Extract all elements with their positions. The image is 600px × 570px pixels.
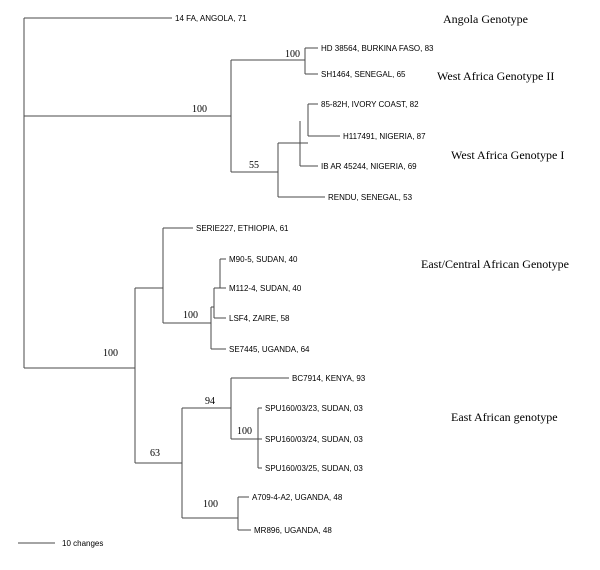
taxon-label: RENDU, SENEGAL, 53 [328,193,413,202]
taxon-label: A709-4-A2, UGANDA, 48 [252,493,343,502]
taxon-labels: 14 FA, ANGOLA, 71 HD 38564, BURKINA FASO… [175,14,434,535]
group-label-angola: Angola Genotype [443,12,528,26]
taxon-label: M90-5, SUDAN, 40 [229,255,298,264]
bootstrap-value: 100 [237,426,252,437]
support-values: 100 100 55 100 100 94 100 63 100 [103,49,300,510]
taxon-label: 14 FA, ANGOLA, 71 [175,14,247,23]
taxon-label: SE7445, UGANDA, 64 [229,345,310,354]
scale-bar: 10 changes [18,539,103,548]
taxon-label: BC7914, KENYA, 93 [292,374,366,383]
group-label-east-central: East/Central African Genotype [421,257,569,271]
taxon-label: MR896, UGANDA, 48 [254,526,332,535]
taxon-label: SERIE227, ETHIOPIA, 61 [196,224,289,233]
bootstrap-value: 100 [285,49,300,60]
tree-branches [23,17,340,531]
taxon-label: LSF4, ZAIRE, 58 [229,314,290,323]
taxon-label: SPU160/03/25, SUDAN, 03 [265,464,363,473]
bootstrap-value: 55 [249,160,259,171]
taxon-label: H117491, NIGERIA, 87 [343,132,426,141]
bootstrap-value: 94 [205,396,215,407]
taxon-label: IB AR 45244, NIGERIA, 69 [321,162,417,171]
bootstrap-value: 100 [183,310,198,321]
genotype-labels: Angola Genotype West Africa Genotype II … [421,12,569,424]
bootstrap-value: 100 [192,104,207,115]
taxon-label: SPU160/03/24, SUDAN, 03 [265,435,363,444]
group-label-west-africa-ii: West Africa Genotype II [437,69,554,83]
group-label-west-africa-i: West Africa Genotype I [451,148,564,162]
scale-bar-label: 10 changes [62,539,103,548]
bootstrap-value: 63 [150,448,160,459]
taxon-label: 85-82H, IVORY COAST, 82 [321,100,419,109]
taxon-label: SPU160/03/23, SUDAN, 03 [265,404,363,413]
bootstrap-value: 100 [103,348,118,359]
taxon-label: M112-4, SUDAN, 40 [229,284,302,293]
group-label-east-africa: East African genotype [451,410,558,424]
taxon-label: HD 38564, BURKINA FASO, 83 [321,44,434,53]
taxon-label: SH1464, SENEGAL, 65 [321,70,406,79]
bootstrap-value: 100 [203,499,218,510]
